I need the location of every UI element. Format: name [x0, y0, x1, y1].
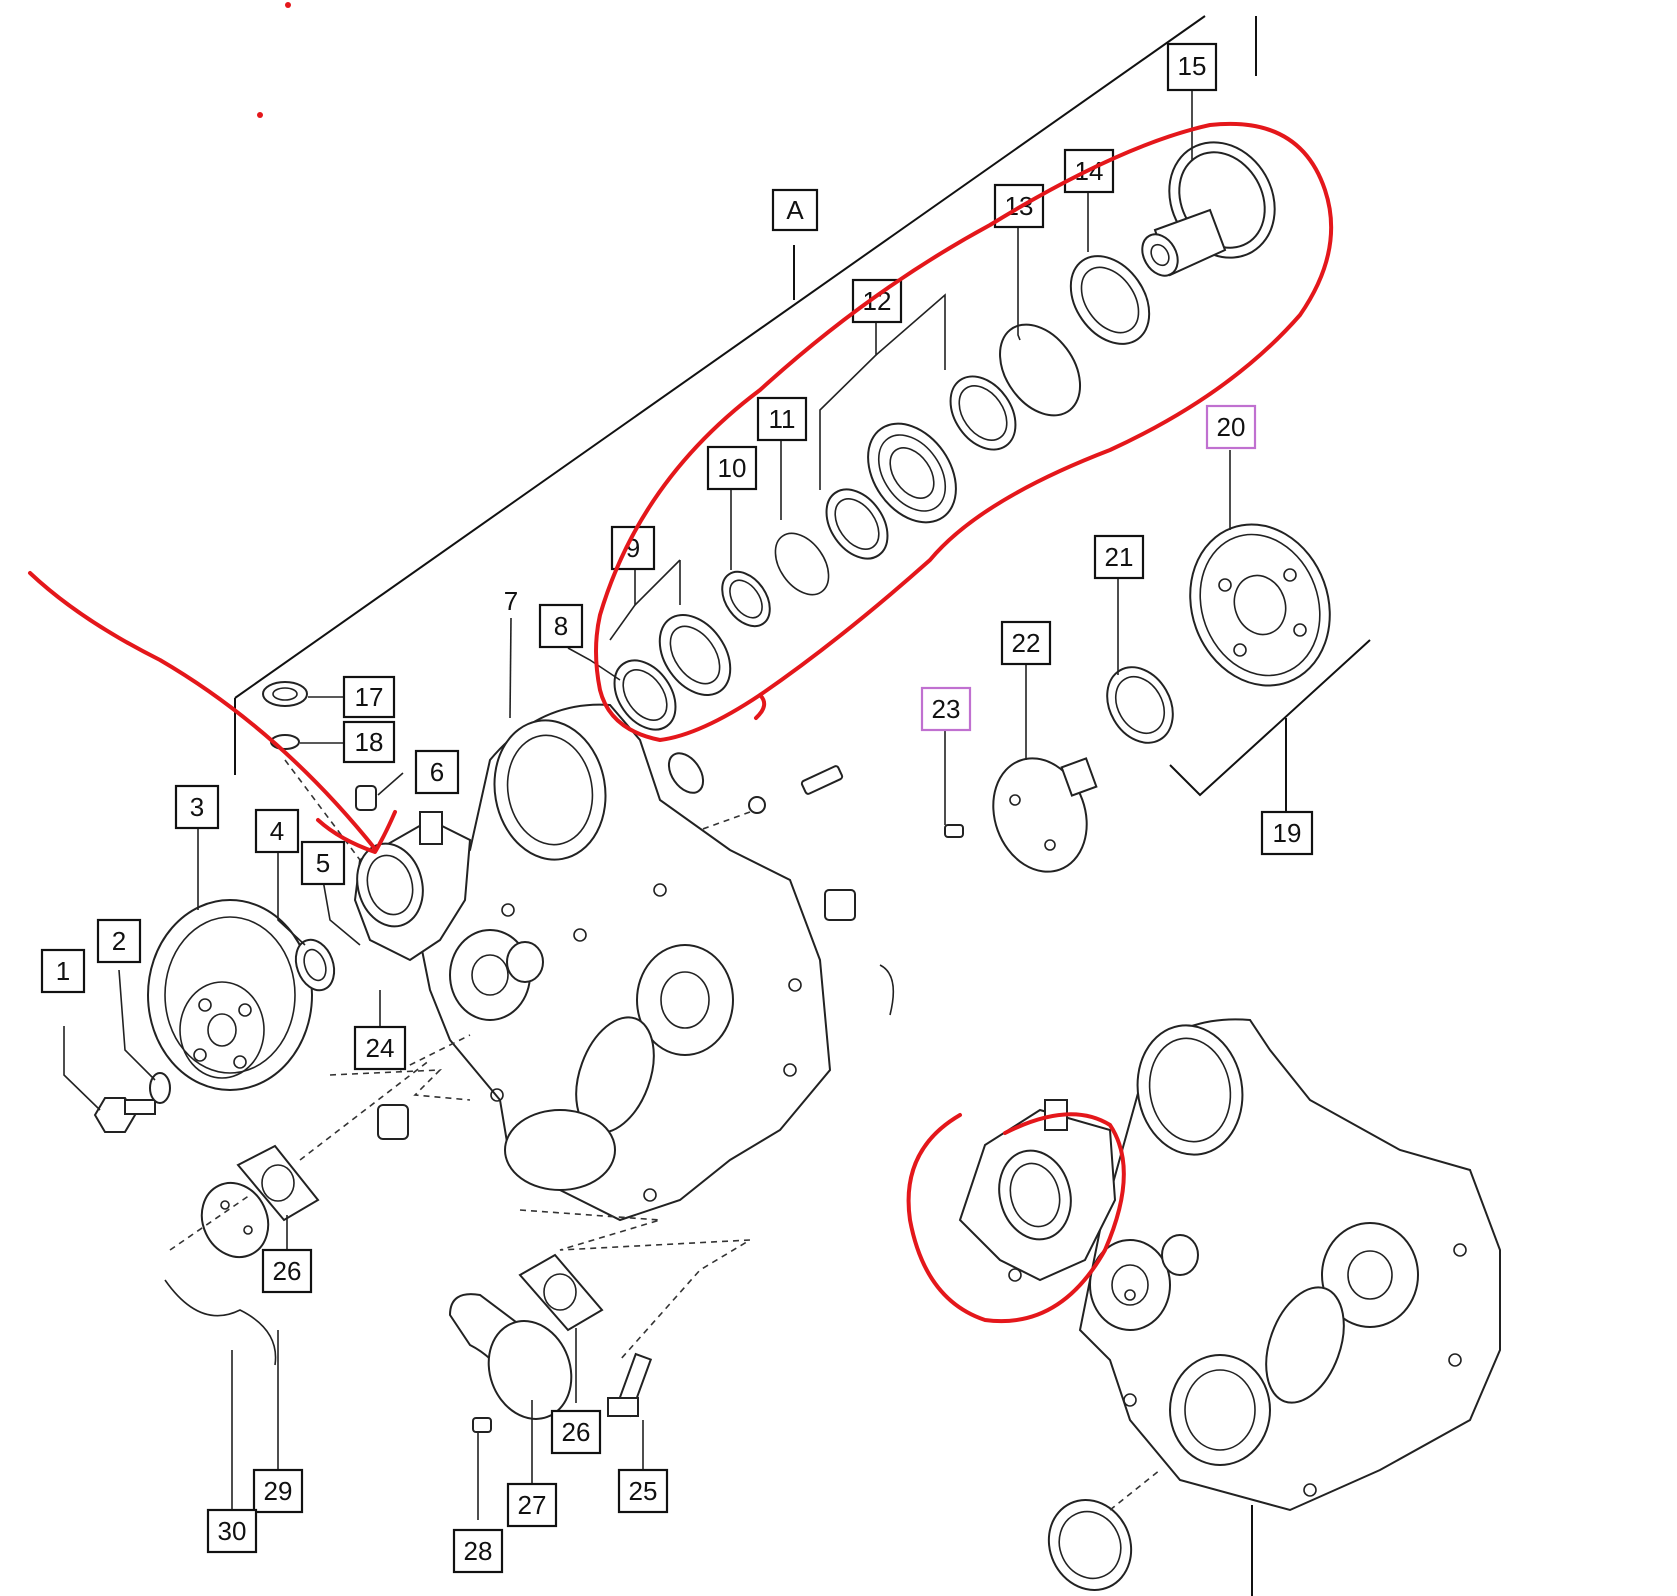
callout-30: 30: [218, 1516, 247, 1546]
red-arrow-shaft: [28, 571, 378, 852]
pump-small: [200, 1182, 270, 1258]
bearing-12: [867, 422, 957, 524]
callout-7: 7: [504, 586, 518, 616]
callout-6: 6: [430, 757, 444, 787]
elbow-27: [448, 1293, 573, 1420]
callout-26b: 26: [562, 1417, 591, 1447]
callout-21: 21: [1105, 542, 1134, 572]
callout-20: 20: [1217, 412, 1246, 442]
bolt-1: [93, 1097, 156, 1133]
red-dot-2: [257, 112, 263, 118]
callout-24: 24: [366, 1033, 395, 1063]
plate-26b: [518, 1253, 604, 1332]
callout-17: 17: [355, 682, 384, 712]
assembly-dashed-lines: [169, 759, 751, 1361]
fitting-upper: [748, 765, 844, 814]
bushing-21: [1106, 666, 1174, 744]
callout-18: 18: [355, 727, 384, 757]
callout-27: 27: [518, 1490, 547, 1520]
callout-2: 2: [112, 926, 126, 956]
hub-22: [992, 757, 1098, 873]
callout-19: 19: [1273, 818, 1302, 848]
callout-3: 3: [190, 792, 204, 822]
reference-lines: [234, 15, 1257, 1596]
bearing-9: [658, 614, 732, 696]
pulley-3: [147, 899, 313, 1091]
callout-15: 15: [1178, 51, 1207, 81]
ring-10: [721, 570, 771, 628]
callout-22: 22: [1012, 628, 1041, 658]
bracket-19: [1169, 639, 1371, 823]
red-dot-1: [285, 2, 291, 8]
leader-lines: [63, 90, 1231, 1520]
sensor-24: [377, 1104, 409, 1140]
bolt-23: [944, 824, 964, 838]
callout-10: 10: [718, 453, 747, 483]
bolt-28: [472, 1417, 492, 1433]
callout-5: 5: [316, 848, 330, 878]
seal-4: [294, 938, 336, 992]
callout-29: 29: [264, 1476, 293, 1506]
cap-17: [262, 681, 308, 707]
snap-ring-11: [774, 532, 830, 596]
seal-8: [613, 659, 677, 731]
snap-ring-13: [999, 323, 1081, 417]
callout-1: 1: [56, 956, 70, 986]
spacer-12b: [949, 375, 1017, 451]
callout-28: 28: [464, 1536, 493, 1566]
callout-A: A: [786, 195, 804, 225]
pump-housing: [353, 811, 472, 962]
o-ring: [667, 752, 705, 794]
ring-12a: [825, 488, 889, 560]
seal-14: [1069, 255, 1151, 345]
callout-8: 8: [554, 611, 568, 641]
inset-seal: [1047, 1469, 1161, 1591]
plate-26a: [236, 1144, 320, 1222]
red-loop-shaft-assembly: [594, 121, 1334, 742]
callout-4: 4: [270, 816, 284, 846]
callout-23: 23: [932, 694, 961, 724]
timing-cover: [419, 703, 832, 1222]
gear-20: [1189, 523, 1331, 687]
gear-15: [1141, 141, 1276, 277]
red-circle-pump: [906, 1112, 1126, 1324]
callout-26a: 26: [273, 1256, 302, 1286]
fitting-6: [355, 785, 377, 811]
callout-labels: 1 2 3 4 5 6 7 8 9 10 11 12 13 14 15 17 1…: [40, 42, 1314, 1574]
small-bracket-right: [824, 889, 895, 1016]
washer-2: [149, 1072, 171, 1104]
callout-25: 25: [629, 1476, 658, 1506]
callout-11: 11: [769, 404, 796, 434]
bolt-25: [607, 1352, 653, 1418]
red-annotations: [28, 2, 1334, 1324]
inset-assembled-cover: [958, 1018, 1501, 1512]
hose-29: [164, 1279, 277, 1366]
red-arrow-head: [316, 810, 397, 854]
